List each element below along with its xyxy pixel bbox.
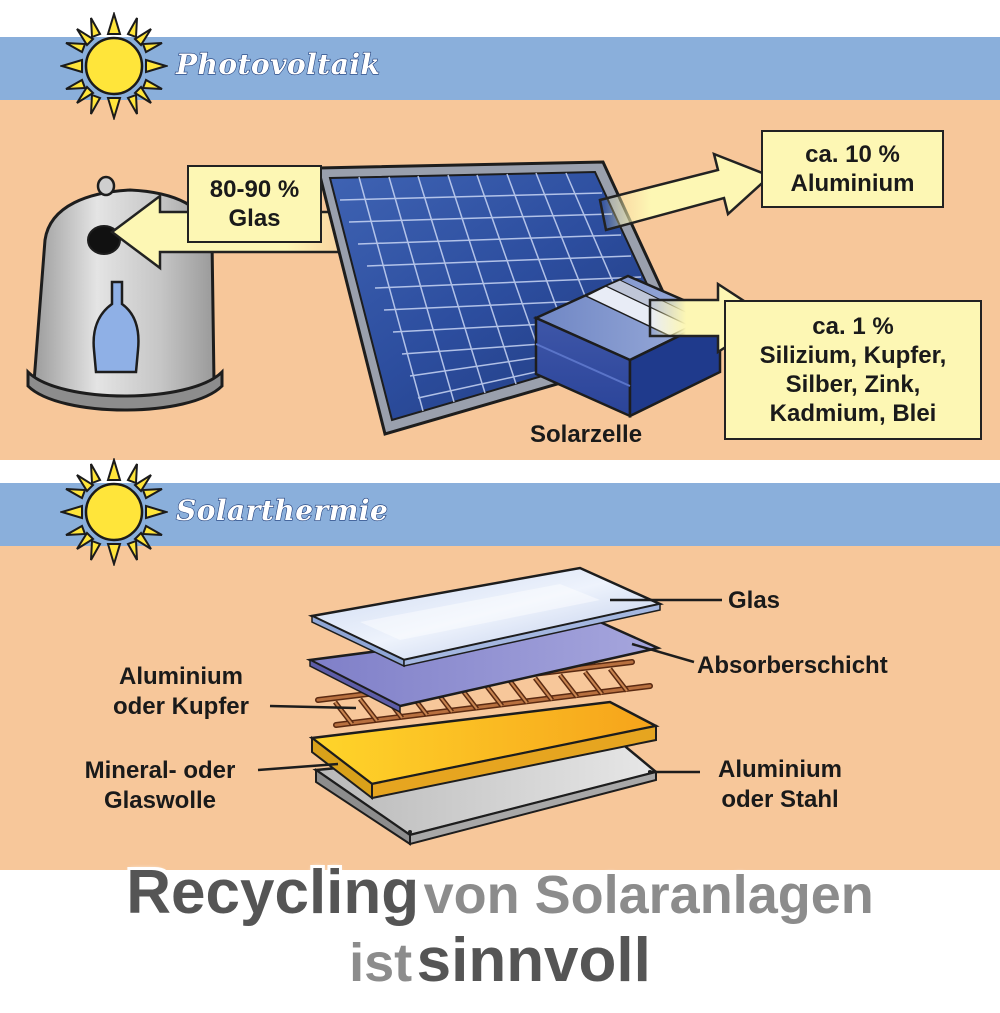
glass-share-label: 80-90 % Glas xyxy=(187,165,322,243)
solar-cell-label: Solarzelle xyxy=(530,421,643,448)
aluminium-share-percent: ca. 10 % xyxy=(805,141,900,168)
layer-label-frame: Aluminium oder Stahl xyxy=(700,755,860,815)
metals-share-percent: ca. 1 % xyxy=(812,313,894,340)
glass-share-percent: 80-90 % xyxy=(209,176,300,203)
headline-sensible: sinnvoll xyxy=(416,926,651,995)
solar-thermal-collector xyxy=(305,566,664,846)
layer-label-frame-line-1: Aluminium xyxy=(718,756,842,783)
metals-share-line-3: Silber, Zink, xyxy=(785,371,921,398)
photovoltaik-title: Photovoltaik xyxy=(175,47,381,81)
layer-label-pipes-line-2: oder Kupfer xyxy=(112,693,249,720)
headline-solar-systems: von Solaranlagen xyxy=(423,865,874,925)
layer-label-absorber: Absorberschicht xyxy=(697,652,888,679)
sun-icon xyxy=(60,12,168,120)
solarthermie-banner xyxy=(0,483,1000,546)
glass-share-material: Glas xyxy=(228,205,281,232)
leader-lines xyxy=(257,598,722,774)
headline-line-1: Recycling von Solaranlagen xyxy=(0,857,1000,945)
sun-icon xyxy=(60,458,168,566)
layer-label-frame-line-2: oder Stahl xyxy=(721,786,839,813)
headline-recycling: Recycling xyxy=(126,858,420,927)
headline-line-2: ist sinnvoll xyxy=(0,925,1000,1013)
layer-label-insulation: Mineral- oder Glaswolle xyxy=(62,756,258,816)
metals-share-line-2: Silizium, Kupfer, xyxy=(759,342,947,369)
aluminium-share-label: ca. 10 % Aluminium xyxy=(761,130,944,208)
aluminium-share-material: Aluminium xyxy=(790,170,915,197)
metals-share-line-4: Kadmium, Blei xyxy=(769,400,937,427)
layer-label-pipes-line-1: Aluminium xyxy=(119,663,243,690)
solar-cell xyxy=(532,274,723,419)
headline-is: ist xyxy=(349,933,413,993)
solarthermie-title: Solarthermie xyxy=(175,493,389,527)
layer-label-pipes: Aluminium oder Kupfer xyxy=(92,662,270,722)
photovoltaik-banner xyxy=(0,37,1000,100)
layer-label-glass: Glas xyxy=(728,587,781,614)
layer-label-insulation-line-1: Mineral- oder xyxy=(84,757,236,784)
layer-label-insulation-line-2: Glaswolle xyxy=(103,787,217,814)
arrow-to-aluminium xyxy=(598,151,773,232)
metals-share-label: ca. 1 % Silizium, Kupfer, Silber, Zink, … xyxy=(724,300,982,440)
